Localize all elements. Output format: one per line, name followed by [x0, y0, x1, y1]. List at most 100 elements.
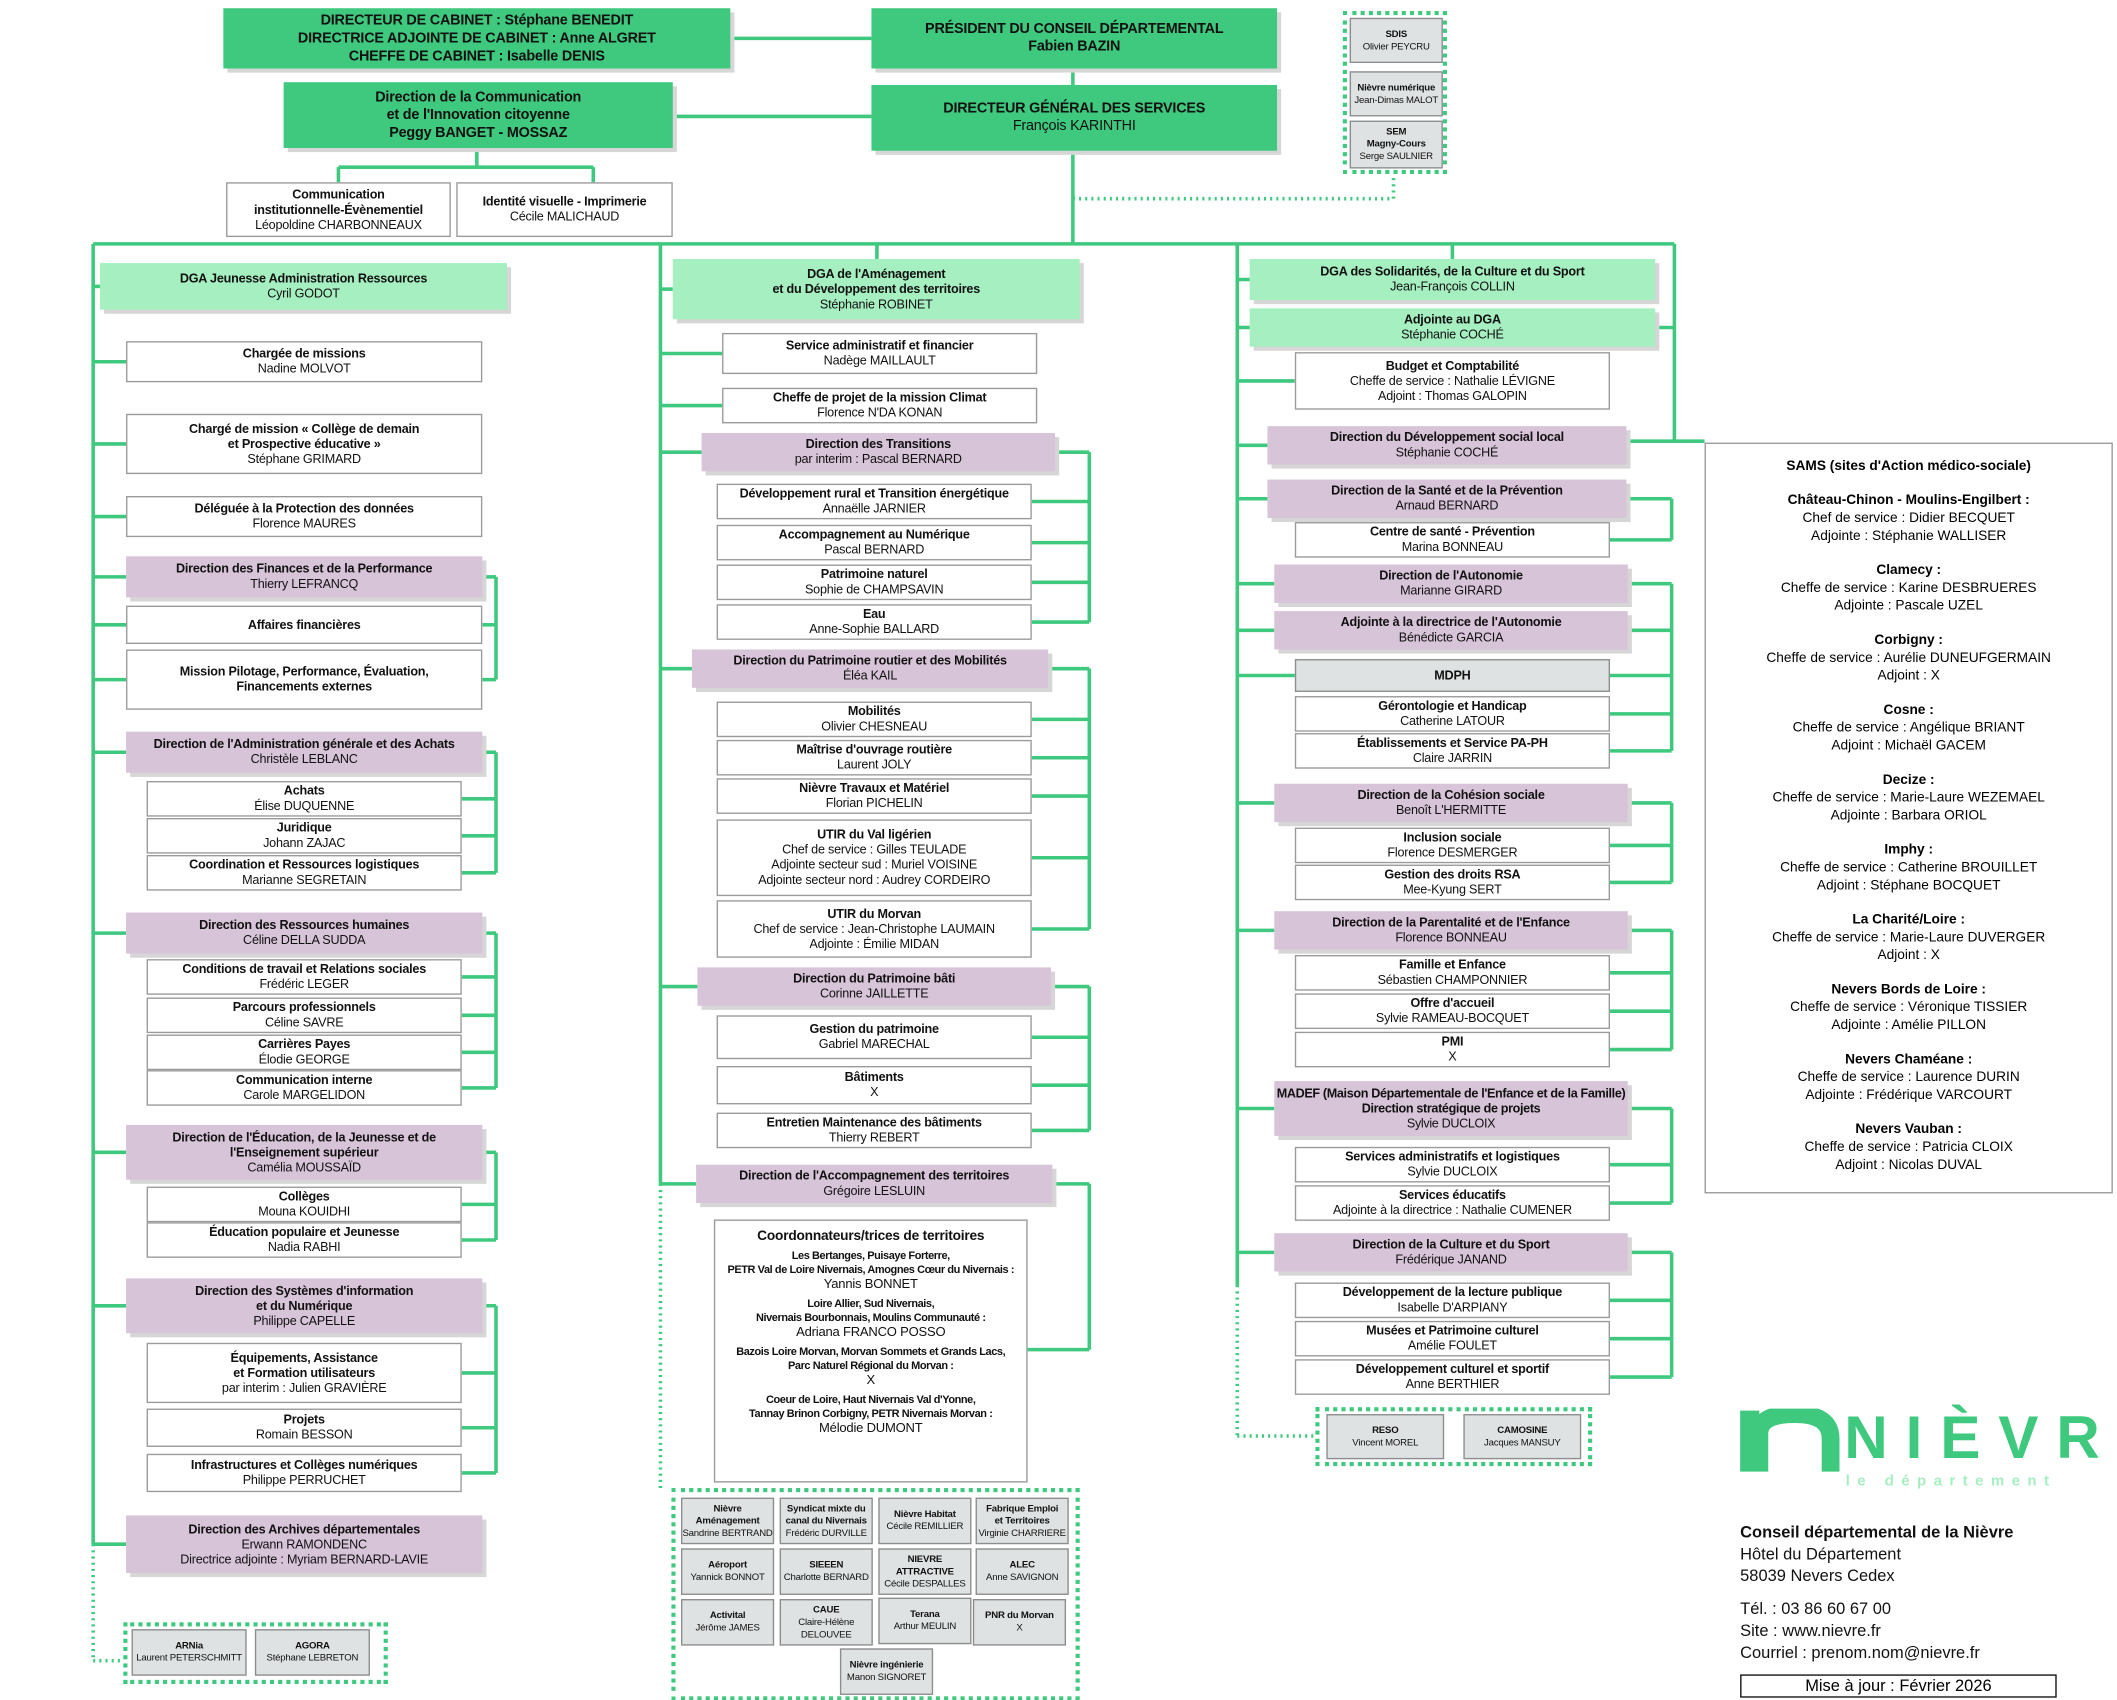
- box-person: Stéphanie COCHÉ: [1401, 327, 1504, 342]
- sams-site: Corbigny :Cheffe de service : Aurélie DU…: [1706, 632, 2112, 685]
- dir-patrimoine-routier-box: Direction du Patrimoine routier et des M…: [691, 649, 1049, 688]
- box-title: DGA des Solidarités, de la Culture et du…: [1320, 264, 1585, 279]
- box-title: et de l'Innovation citoyenne: [386, 106, 570, 123]
- sams-site-staff: Adjoint : Michaël GACEM: [1831, 738, 1986, 754]
- box-person: Marianne SEGRETAIN: [242, 872, 367, 887]
- box-title: Nièvre ingénierie: [849, 1660, 924, 1671]
- box-person: Anne BERTHIER: [1405, 1377, 1500, 1391]
- box-title: Direction de la Culture et du Sport: [1352, 1237, 1550, 1251]
- box-title: institutionnelle-Évènementiel: [253, 202, 423, 216]
- box-title: Direction de la Communication: [375, 88, 582, 105]
- sams-site-staff: Cheffe de service : Laurence DURIN: [1797, 1070, 2020, 1086]
- box-title: Communication interne: [236, 1072, 373, 1087]
- sams-site-staff: Cheffe de service : Marie-Laure DUVERGER: [1772, 930, 2046, 946]
- contact-email[interactable]: Courriel : prenom.nom@nievre.fr: [1740, 1642, 1980, 1663]
- sams-panel: SAMS (sites d'Action médico-sociale) Châ…: [1704, 442, 2113, 1194]
- sams-site-name: Imphy :: [1884, 842, 1934, 858]
- box-title: Aéroport: [708, 1560, 747, 1571]
- coordinator-area: Les Bertanges, Puisaye Forterre,: [791, 1249, 950, 1262]
- sams-site-name: Clamecy :: [1876, 563, 1942, 579]
- box-title: Identité visuelle - Imprimerie: [482, 194, 647, 209]
- box-title: et Territoires: [994, 1516, 1050, 1526]
- box-person: Vincent MOREL: [1352, 1438, 1419, 1448]
- sams-site-staff: Adjointe : Barbara ORIOL: [1830, 808, 1987, 824]
- nievre-logo: NIÈVRE le département: [1740, 1398, 2117, 1494]
- box-person: Nadine MOLVOT: [257, 361, 351, 376]
- box-title: ALEC: [1009, 1560, 1036, 1571]
- box-title: Direction des Finances et de la Performa…: [176, 561, 433, 576]
- affaires-financieres-box: Affaires financières: [126, 605, 483, 644]
- sams-site-staff: Adjoint : Stéphane BOCQUET: [1816, 878, 2001, 894]
- sams-site-staff: Cheffe de service : Marie-Laure WEZEMAEL: [1772, 790, 2045, 806]
- sams-site-staff: Cheffe de service : Véronique TISSIER: [1790, 1000, 2028, 1016]
- box-title: SEM: [1386, 127, 1407, 138]
- sams-site: Clamecy :Cheffe de service : Karine DESB…: [1706, 562, 2112, 615]
- logo-word: NIÈVRE: [1844, 1404, 2117, 1472]
- box-person: Arthur MEULIN: [893, 1622, 957, 1632]
- contact-org: Conseil départemental de la Nièvre: [1740, 1522, 2014, 1542]
- coordinator-area: Coeur de Loire, Haut Nivernais Val d'Yon…: [766, 1393, 976, 1406]
- box-title: Chargée de missions: [242, 346, 366, 361]
- box-person: Élise DUQUENNE: [254, 798, 355, 813]
- box-title: DGA Jeunesse Administration Ressources: [179, 271, 428, 286]
- box-title: Mission Pilotage, Performance, Évaluatio…: [179, 664, 429, 679]
- coordinator-group: Les Bertanges, Puisaye Forterre,PETR Val…: [727, 1250, 1014, 1292]
- sams-site-name: Cosne :: [1883, 702, 1934, 718]
- box-title: DIRECTEUR GÉNÉRAL DES SERVICES: [943, 100, 1206, 117]
- box-title: Direction du Patrimoine bâti: [793, 971, 956, 986]
- box-title: AGORA: [295, 1641, 330, 1652]
- box-title: RESO: [1372, 1425, 1399, 1436]
- sams-site-name: Nevers Vauban :: [1855, 1122, 1962, 1138]
- box-person: Yannick BONNOT: [690, 1572, 765, 1583]
- box-title: Projets: [283, 1412, 325, 1427]
- box-title: et du Développement des territoires: [772, 281, 981, 296]
- contact-site[interactable]: Site : www.nievre.fr: [1740, 1620, 1881, 1641]
- box-title: Développement culturel et sportif: [1355, 1361, 1550, 1376]
- box-person: Grégoire LESLUIN: [823, 1183, 926, 1198]
- box-person: Cécile REMILLIER: [886, 1522, 964, 1532]
- box-title: Nièvre Travaux et Matériel: [799, 781, 950, 795]
- box-title: SDIS: [1385, 29, 1408, 40]
- sams-site-staff: Cheffe de service : Angélique BRIANT: [1792, 720, 2025, 736]
- box-title: Fabien BAZIN: [1028, 38, 1121, 55]
- sams-site-staff: Cheffe de service : Karine DESBRUERES: [1780, 580, 2037, 597]
- box-title: CHEFFE DE CABINET : Isabelle DENIS: [348, 47, 605, 64]
- box-title: Budget et Comptabilité: [1385, 358, 1520, 373]
- logo-arch-icon: [1740, 1408, 1840, 1472]
- box-person: X: [870, 1085, 879, 1099]
- box-person: Nadège MAILLAULT: [823, 353, 936, 368]
- box-title: CAMOSINE: [1497, 1425, 1548, 1436]
- box-person: Florence BONNEAU: [1395, 930, 1507, 945]
- box-title: Maîtrise d'ouvrage routière: [796, 742, 952, 757]
- box-title: canal du Nivernais: [785, 1516, 867, 1526]
- sams-site-name: Château-Chinon - Moulins-Engilbert :: [1787, 493, 2030, 509]
- box-person: François KARINTHI: [1012, 117, 1136, 135]
- box-person: Florence MAURES: [252, 516, 356, 531]
- box-title: UTIR du Morvan: [827, 906, 922, 921]
- box-person: par interim : Julien GRAVIÈRE: [221, 1380, 387, 1395]
- dir-finances-box: Direction des Finances et de la Performa…: [126, 556, 483, 598]
- box-person: Olivier PEYCRU: [1362, 41, 1430, 52]
- box-person: Frédéric LEGER: [259, 976, 349, 991]
- box-title: Direction de l'Accompagnement des territ…: [739, 1168, 1010, 1183]
- box-person: Thierry REBERT: [828, 1130, 920, 1145]
- satellite-group-left: [123, 1622, 388, 1684]
